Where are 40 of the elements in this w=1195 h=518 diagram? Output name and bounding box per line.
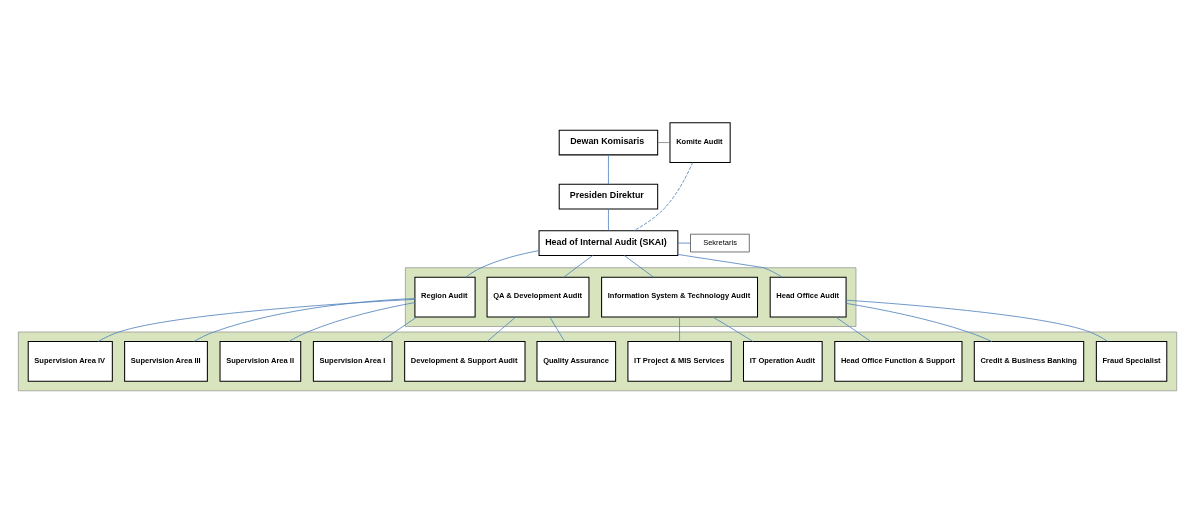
node-box: Head of Internal Audit (SKAI)	[538, 229, 679, 256]
connector	[657, 141, 671, 143]
connector	[633, 161, 694, 231]
node-box: Supervision Area IV	[27, 340, 113, 382]
connector	[608, 154, 609, 185]
connector	[97, 298, 416, 342]
node-box: Presiden Direktur	[558, 183, 659, 209]
connector	[288, 301, 416, 342]
connector	[679, 316, 680, 342]
node-box: IT Project & MIS Services	[627, 340, 732, 382]
node-box: Head Office Function & Support	[834, 340, 963, 382]
connector	[712, 316, 754, 342]
node-box: Sekretaris	[690, 233, 750, 252]
node-box: Fraud Specialist	[1095, 340, 1168, 382]
connector	[845, 299, 1109, 342]
connector	[835, 316, 872, 342]
cluster	[17, 331, 1178, 391]
connector	[465, 249, 540, 278]
node-box: IT Operation Audit	[743, 340, 823, 382]
node-box: Supervision Area II	[219, 340, 302, 382]
connector	[193, 297, 416, 342]
connector	[677, 242, 691, 243]
connector	[845, 302, 993, 342]
node-box: Komite Audit	[669, 121, 731, 163]
cluster	[405, 266, 857, 327]
connector	[677, 253, 783, 278]
node-box: QA & Development Audit	[486, 276, 590, 317]
node-box: Supervision Area I	[312, 340, 393, 382]
node-box: Dewan Komisaris	[558, 129, 659, 155]
connector	[486, 316, 517, 342]
connector	[380, 316, 418, 342]
node-box: Information System & Technology Audit	[601, 276, 759, 317]
node-box: Region Audit	[414, 276, 476, 317]
node-box: Development & Support Audit	[404, 340, 526, 382]
node-box: Quality Assurance	[536, 340, 617, 382]
connector	[549, 316, 565, 342]
node-box: Credit & Business Banking	[973, 340, 1085, 382]
node-box: Supervision Area III	[124, 340, 208, 382]
connector	[608, 208, 609, 231]
node-box: Head Office Audit	[769, 276, 847, 317]
